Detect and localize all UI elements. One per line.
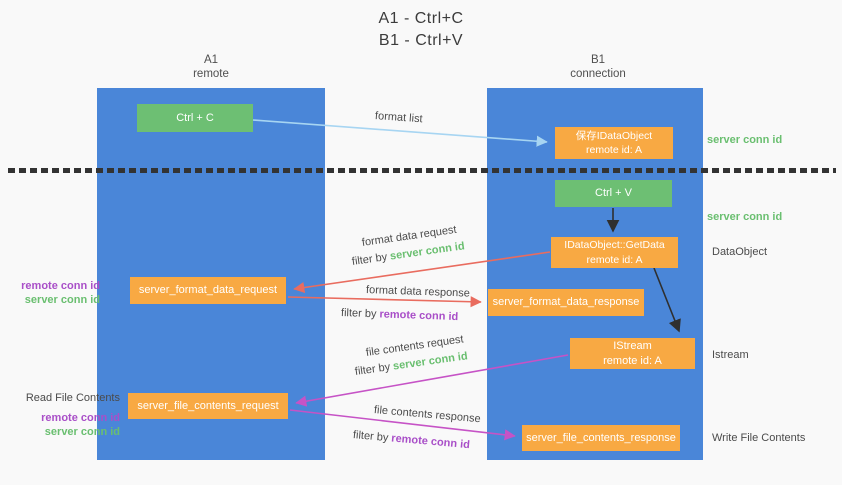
server-conn-id-side-mid: server conn id <box>707 211 783 223</box>
server-file-contents-request-node: server_file_contents_request <box>128 393 288 419</box>
remote-conn-id-text: remote conn id <box>379 308 459 324</box>
server-conn-id-side-upper: server conn id <box>24 294 100 306</box>
istream-line2: remote id: A <box>603 354 662 367</box>
server-conn-id-side-lower: server conn id <box>44 426 120 438</box>
getdata-line2: remote id: A <box>586 253 643 266</box>
file-contents-response-label: file contents response <box>373 404 482 426</box>
dotted-separator <box>8 168 836 173</box>
save-idataobject-line1: 保存IDataObject <box>575 129 653 142</box>
ctrl-v-node: Ctrl + V <box>555 180 672 207</box>
filter-by-text: filter by <box>354 361 391 378</box>
remote-conn-id-side-lower: remote conn id <box>41 412 120 424</box>
lane-b1-subtitle: connection <box>570 68 626 81</box>
lane-b1-id: B1 <box>590 54 606 66</box>
conn-id-group-lower: remote conn id server conn id <box>0 411 120 439</box>
filter-by-text: filter by <box>351 251 388 268</box>
ctrl-c-label: Ctrl + C <box>176 111 214 124</box>
istream-node: IStream remote id: A <box>570 338 695 369</box>
format-data-response-label: format data response <box>365 284 471 300</box>
server-file-contents-request-label: server_file_contents_request <box>137 399 279 412</box>
lane-header-a1: A1 remote <box>111 53 311 82</box>
filter-by-text: filter by <box>340 307 377 321</box>
ctrl-v-label: Ctrl + V <box>595 187 632 200</box>
filter-by-text: filter by <box>352 429 389 445</box>
remote-conn-id-text: remote conn id <box>390 432 471 452</box>
server-format-data-request-label: server_format_data_request <box>138 284 278 297</box>
server-format-data-response-label: server_format_data_response <box>492 296 640 309</box>
server-conn-id-side-top: server conn id <box>707 134 783 146</box>
ctrl-c-node: Ctrl + C <box>137 104 253 132</box>
read-file-contents-label: Read File Contents <box>25 392 120 404</box>
server-file-contents-response-label: server_file_contents_response <box>526 431 676 444</box>
istream-line1: IStream <box>613 339 652 352</box>
diagram-title: A1 - Ctrl+C B1 - Ctrl+V <box>300 8 542 51</box>
getdata-line1: IDataObject::GetData <box>564 239 665 252</box>
format-list-label: format list <box>374 110 423 126</box>
istream-side-label: Istream <box>712 349 749 361</box>
server-file-contents-response-node: server_file_contents_response <box>522 425 680 451</box>
server-format-data-response-node: server_format_data_response <box>488 289 644 316</box>
save-idataobject-line2: remote id: A <box>585 144 643 156</box>
remote-conn-id-side-upper: remote conn id <box>21 280 100 292</box>
title-line-2: B1 - Ctrl+V <box>378 31 464 49</box>
title-line-1: A1 - Ctrl+C <box>378 10 464 27</box>
dataobject-side-label: DataObject <box>712 246 768 258</box>
server-format-data-request-node: server_format_data_request <box>130 277 286 304</box>
lane-header-b1: B1 connection <box>498 53 698 82</box>
lane-a1-id: A1 <box>203 54 219 66</box>
conn-id-group-upper: remote conn id server conn id <box>0 279 100 307</box>
idataobject-getdata-node: IDataObject::GetData remote id: A <box>551 237 678 268</box>
save-idataobject-node: 保存IDataObject remote id: A <box>555 127 673 159</box>
lane-a1-subtitle: remote <box>193 68 229 81</box>
write-file-contents-label: Write File Contents <box>712 432 806 444</box>
